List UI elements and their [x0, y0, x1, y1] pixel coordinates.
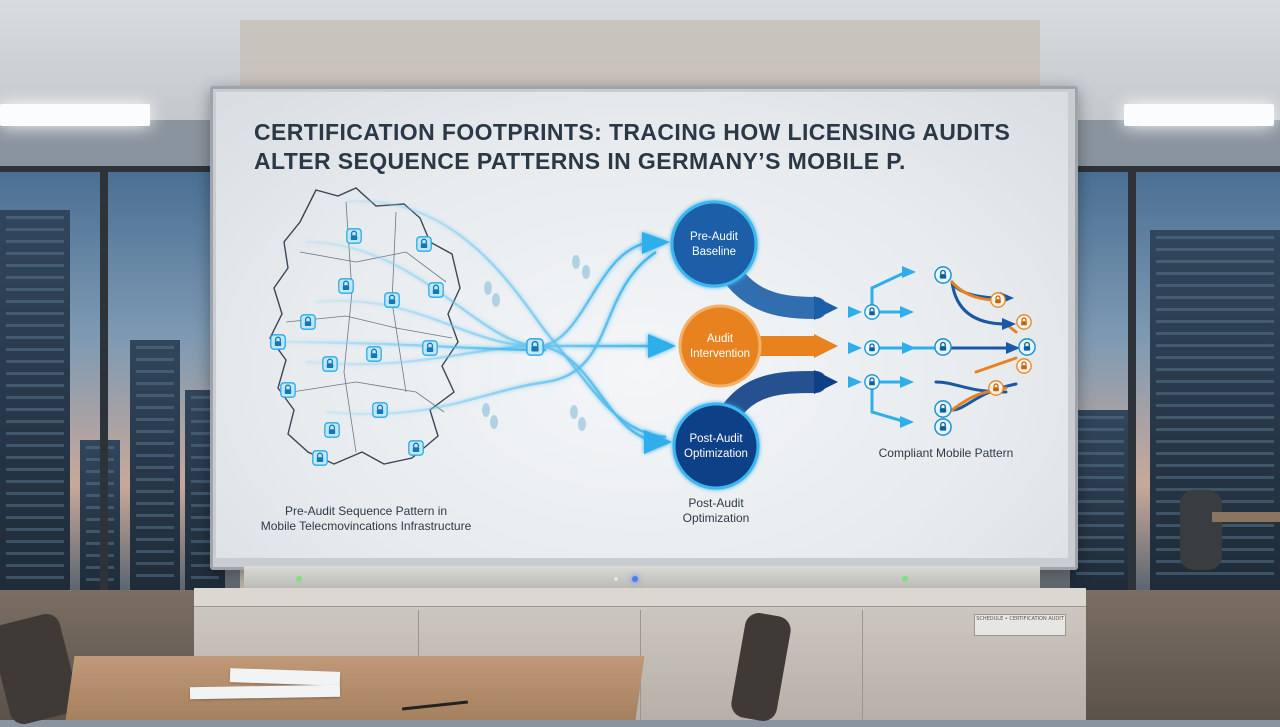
germany-map: [269, 187, 461, 465]
node-label-audit-intervention: Audit Intervention: [674, 332, 766, 362]
window-mullion: [0, 166, 240, 172]
status-led: [632, 576, 638, 582]
node-label-line: Optimization: [684, 448, 748, 460]
right-caption: Compliant Mobile Pattern: [878, 446, 1014, 460]
side-desk: [1212, 512, 1280, 522]
meeting-table: [65, 656, 645, 720]
cabinet-top: [194, 588, 1086, 607]
slide-title: CERTIFICATION FOOTPRINTS: TRACING HOW LI…: [254, 118, 1044, 176]
window-right: [1040, 170, 1280, 590]
node-label-post-audit: Post-Audit Optimization: [674, 432, 758, 462]
slide-title-line1: CERTIFICATION FOOTPRINTS: TRACING HOW LI…: [254, 119, 1011, 145]
slide-title-line2: ALTER SEQUENCE PATTERNS IN GERMANY’S MOB…: [254, 148, 906, 174]
node-label-pre-audit: Pre-Audit Baseline: [674, 230, 754, 260]
window-left: [0, 170, 240, 590]
bottom-caption-line1: Post-Audit: [688, 496, 744, 510]
node-label-line: Post-Audit: [689, 433, 743, 445]
bottom-caption: Post-Audit Optimization: [666, 496, 766, 526]
node-label-line: Intervention: [689, 348, 751, 360]
bottom-caption-line2: Optimization: [682, 511, 750, 525]
lock-icon: [270, 228, 544, 466]
left-caption-line2: Mobile Telecmovincations Infrastructure: [260, 519, 472, 533]
status-led: [296, 576, 302, 582]
ceiling-light-left: [0, 104, 150, 126]
window-mullion: [100, 170, 108, 590]
wall-plaque: SCHEDULE • CERTIFICATION AUDIT: [974, 614, 1066, 636]
node-post-audit: [672, 402, 760, 490]
chair-right: [1180, 490, 1222, 570]
node-pre-audit: [670, 200, 758, 288]
status-led: [614, 577, 618, 581]
window-mullion: [1040, 166, 1280, 172]
window-mullion: [1128, 170, 1136, 590]
left-caption: Pre-Audit Sequence Pattern in Mobile Tel…: [236, 504, 496, 534]
status-led: [902, 576, 908, 582]
node-label-line: Audit: [706, 333, 734, 345]
cabinet-door: [640, 610, 863, 720]
flow-diagram: [269, 187, 1036, 490]
node-audit-intervention: [678, 304, 762, 388]
display-screen: CERTIFICATION FOOTPRINTS: TRACING HOW LI…: [216, 92, 1068, 558]
node-label-line: Baseline: [691, 246, 737, 258]
node-label-line: Pre-Audit: [690, 231, 738, 243]
left-caption-line1: Pre-Audit Sequence Pattern in: [284, 504, 448, 518]
ceiling-light-right: [1124, 104, 1274, 126]
